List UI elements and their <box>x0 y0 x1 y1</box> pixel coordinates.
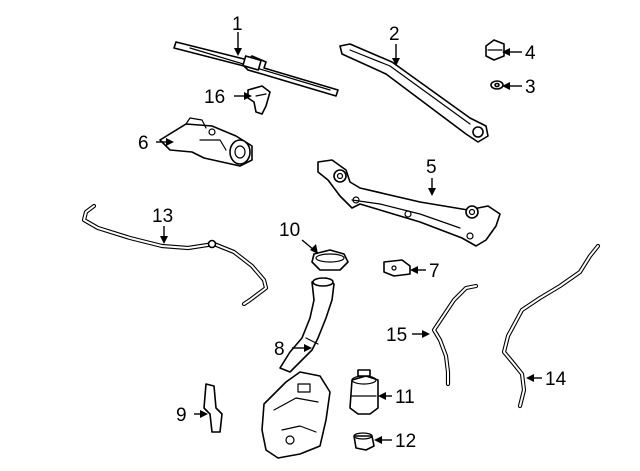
hose-15-part <box>431 283 479 387</box>
callout-13: 13 <box>152 206 173 227</box>
washer-reservoir-part <box>261 371 331 459</box>
reservoir-cap-part <box>311 249 349 271</box>
hose-13-part <box>81 203 269 307</box>
callout-6: 6 <box>138 133 149 154</box>
callout-1: 1 <box>232 14 243 35</box>
callout-5: 5 <box>426 157 437 178</box>
bracket-9-part <box>203 383 223 433</box>
callout-10: 10 <box>279 220 300 241</box>
callout-3: 3 <box>525 77 536 98</box>
wiper-arm-part <box>339 43 489 143</box>
callout-8: 8 <box>274 339 285 360</box>
nut-cap-part <box>485 39 505 61</box>
hose-14-part <box>501 243 601 409</box>
callout-14: 14 <box>545 369 567 390</box>
callout-12: 12 <box>395 431 416 452</box>
washer-pump-part <box>349 369 379 415</box>
bracket-7-part <box>383 259 411 277</box>
washer-nozzle-part <box>247 85 271 115</box>
callout-7: 7 <box>429 261 440 282</box>
wiper-linkage-part <box>317 159 501 247</box>
callout-16: 16 <box>204 87 225 108</box>
callout-11: 11 <box>395 387 415 408</box>
wiper-blade-part <box>173 41 339 97</box>
callout-labels: 1 2 4 3 16 6 5 13 10 7 8 15 14 11 9 12 <box>138 14 567 452</box>
filler-neck-part <box>279 277 335 373</box>
callout-4: 4 <box>525 43 536 64</box>
washer-part <box>490 80 504 90</box>
callout-2: 2 <box>389 24 400 45</box>
callout-9: 9 <box>176 405 187 426</box>
wiper-motor-part <box>159 117 253 167</box>
leader-lines <box>156 32 542 444</box>
pump-grommet-part <box>353 432 375 451</box>
callout-15: 15 <box>386 325 407 346</box>
